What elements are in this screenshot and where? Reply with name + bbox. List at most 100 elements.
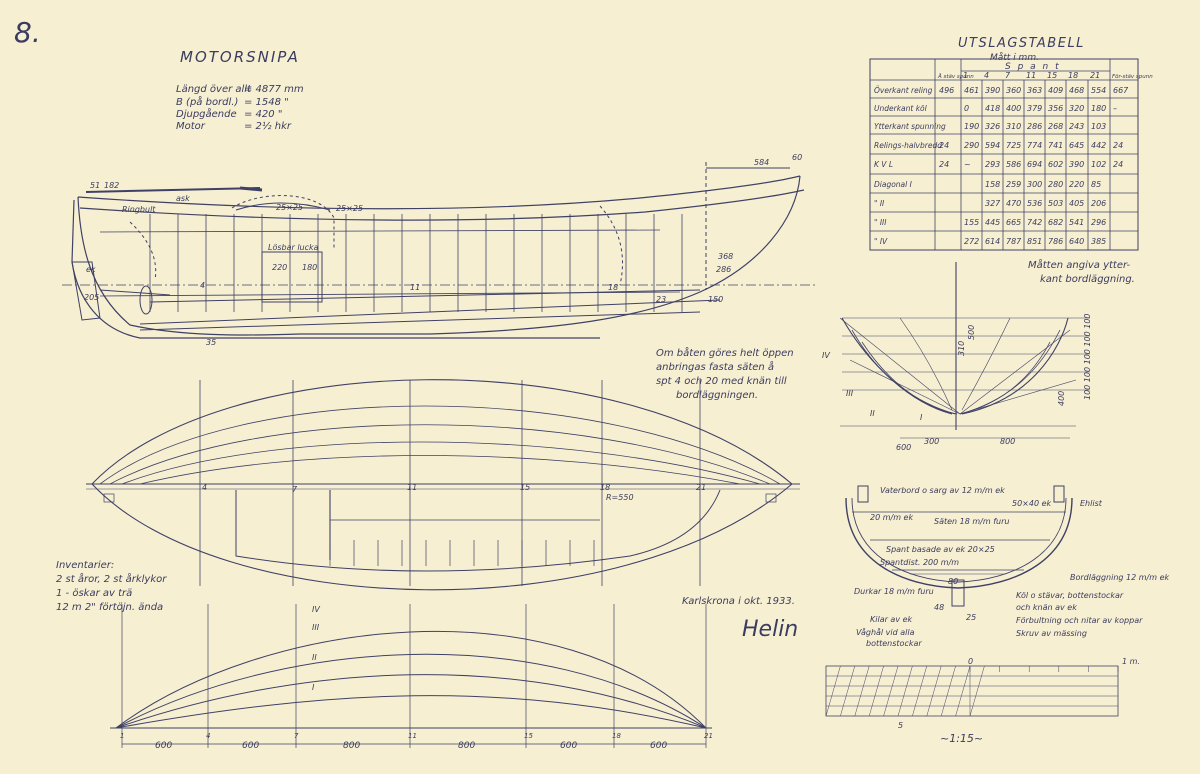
dimension-label: 600 — [155, 741, 172, 751]
inventory-line: Inventarier: — [56, 560, 114, 571]
mid-label: Skruv av mässing — [1016, 629, 1087, 638]
table-cell: 418 — [985, 104, 1000, 113]
diagonal-label: II — [312, 653, 317, 662]
scale-ratio: ~1:15~ — [940, 732, 983, 745]
table-cell: 385 — [1091, 237, 1106, 246]
table-cell: 390 — [1069, 160, 1084, 169]
scale-hatch — [868, 665, 884, 717]
table-cell: 180 — [1091, 104, 1106, 113]
table-cell: 155 — [964, 218, 979, 227]
dim-label: 60 — [792, 153, 802, 162]
table-cell: 554 — [1091, 86, 1106, 95]
table-cell: ~ — [964, 160, 971, 169]
table-column-header: 11 — [1026, 71, 1036, 80]
mid-label: Våghål vid alla — [856, 627, 915, 637]
place-date: Karlskrona i okt. 1933. — [682, 596, 795, 607]
spec-list: Längd över allt = 4877 mm B (på bordl.) … — [176, 84, 304, 132]
scale-hatch — [840, 665, 856, 717]
dim-label: 400 — [1057, 391, 1066, 406]
dim-label: 205 — [84, 293, 99, 302]
mid-label: Förbultning och nitar av koppar — [1016, 616, 1143, 625]
table-cell: 356 — [1048, 104, 1063, 113]
dim-label: 51 — [90, 181, 100, 190]
table-cell: 206 — [1091, 199, 1106, 208]
table-row-label: " IV — [874, 237, 888, 246]
dimension-label: 600 — [560, 741, 577, 751]
table-cell: 293 — [985, 160, 1000, 169]
table-cell: 300 — [1027, 180, 1042, 189]
mid-label: Spant basade av ek 20×25 — [886, 545, 995, 554]
diagonal-view: IV III II I 1600460078001180015600186002… — [110, 604, 713, 751]
station-label: 18 — [600, 483, 610, 492]
table-column-header: 18 — [1068, 71, 1078, 80]
scale-five: 5 — [898, 721, 903, 730]
table-cell: 586 — [1006, 160, 1021, 169]
table-column-header: 21 — [1090, 71, 1100, 80]
table-cell: 310 — [1006, 122, 1021, 131]
table-cell: 594 — [985, 141, 1000, 150]
table-cell: 503 — [1048, 199, 1063, 208]
table-column-header: För-stäv spunn — [1112, 74, 1153, 80]
table-cell: 496 — [939, 86, 954, 95]
table-row-label: Underkant köl — [874, 104, 928, 113]
dim-label: ek — [86, 265, 96, 274]
table-row-label: K V L — [874, 160, 893, 169]
table-cell: 468 — [1069, 86, 1084, 95]
table-cell: 363 — [1027, 86, 1042, 95]
dim-label: 182 — [104, 181, 119, 190]
table-cell: 470 — [1006, 199, 1021, 208]
dim-label: 368 — [718, 252, 733, 261]
station-label: 15 — [520, 483, 530, 492]
dim-label: 220 — [272, 263, 287, 272]
table-cell: 85 — [1091, 180, 1101, 189]
table-cell: 379 — [1027, 104, 1042, 113]
scale-hatch — [955, 665, 971, 717]
table-cell: 667 — [1113, 86, 1129, 95]
table-cell: 103 — [1091, 122, 1106, 131]
spant-header: S p a n t — [1005, 62, 1061, 72]
dim-label: 180 — [302, 263, 317, 272]
scale-hatch — [969, 665, 985, 717]
table-cell: 320 — [1069, 104, 1084, 113]
table-cell: 220 — [1069, 180, 1084, 189]
dim-label: 286 — [716, 265, 731, 274]
table-note: Måtten angiva ytter- — [1028, 258, 1131, 271]
station-label: 15 — [524, 732, 533, 740]
scale-hatch — [897, 665, 913, 717]
dim-label: 800 — [1000, 437, 1015, 446]
dimension-label: 600 — [242, 741, 259, 751]
table-cell: 645 — [1069, 141, 1084, 150]
mid-label: Vaterbord o sarg av 12 m/m ek — [880, 486, 1005, 495]
station-label: 11 — [407, 483, 417, 492]
sheet-number: 8. — [14, 16, 41, 49]
table-cell: 24 — [1113, 141, 1123, 150]
table-cell: 694 — [1027, 160, 1042, 169]
station-label: 23 — [656, 295, 666, 304]
station-label: 18 — [612, 732, 621, 740]
table-column-header: 15 — [1047, 71, 1057, 80]
table-cell: 280 — [1048, 180, 1063, 189]
spec-label: Djupgående — [176, 107, 237, 120]
mid-label: 25 — [966, 613, 976, 622]
station-label: 21 — [696, 483, 706, 492]
radius-label: R=550 — [606, 493, 634, 502]
table-cell: 190 — [964, 122, 979, 131]
spec-value: = 4877 mm — [244, 84, 304, 95]
inventory-list: Inventarier: 2 st åror, 2 st årklykor 1 … — [56, 560, 167, 613]
station-label: 18 — [608, 283, 618, 292]
inventory-line: 1 - öskar av trä — [56, 588, 132, 599]
spec-value: = 2½ hkr — [244, 120, 292, 132]
station-label: 1 — [120, 732, 124, 740]
table-column-header: 1 — [963, 71, 968, 80]
mid-label: 48 — [934, 603, 944, 612]
profile-stringer — [99, 291, 681, 297]
table-cell: 259 — [1006, 180, 1021, 189]
scale-hatch — [926, 665, 942, 717]
mid-label: Säten 18 m/m furu — [934, 517, 1009, 526]
table-cell: 286 — [1027, 122, 1042, 131]
table-cell: 400 — [1006, 104, 1021, 113]
scale-zero: 0 — [968, 657, 973, 666]
table-row-label: Ytterkant spunning — [874, 122, 946, 131]
mid-label: Spantdist. 200 m/m — [880, 558, 959, 567]
